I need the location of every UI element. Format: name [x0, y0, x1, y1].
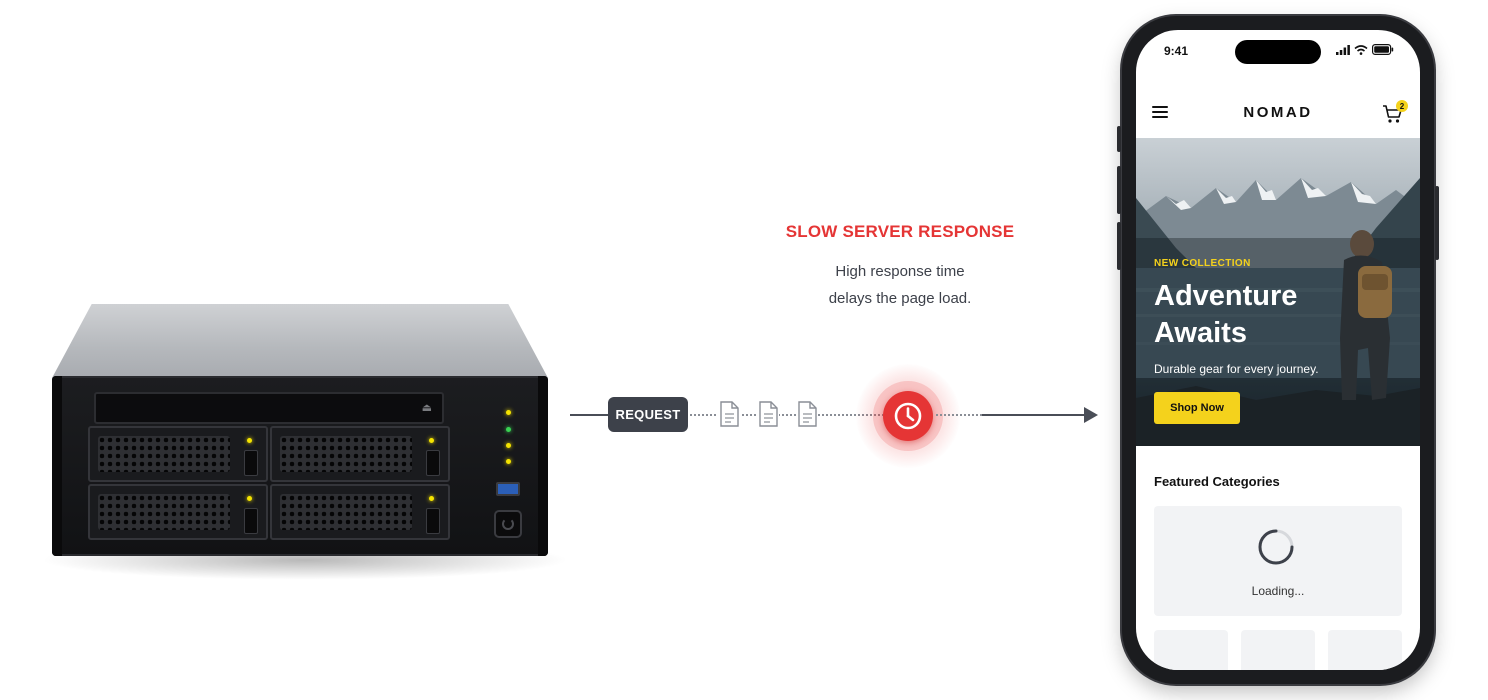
server-drive-bay — [88, 484, 268, 540]
response-line — [982, 414, 1086, 416]
drive-bay-handle — [244, 508, 258, 534]
dynamic-island — [1235, 40, 1321, 64]
drive-status-led — [247, 496, 252, 501]
hero-title: Adventure Awaits — [1154, 278, 1334, 352]
status-bar-icons — [1336, 44, 1394, 55]
app-header: NOMAD 2 — [1136, 86, 1420, 138]
drive-bay-mesh — [98, 436, 230, 472]
server-rack-ear-right — [538, 376, 548, 556]
category-placeholder-tile — [1154, 630, 1228, 670]
loading-placeholder-card: Loading... — [1154, 506, 1402, 616]
loading-text: Loading... — [1251, 584, 1305, 598]
phone-screen: 9:41 — [1136, 30, 1420, 670]
document-icon — [757, 401, 779, 427]
server-drive-bay — [270, 484, 450, 540]
server-drive-bay — [270, 426, 450, 482]
server-status-led — [506, 410, 511, 415]
status-description-line: High response time — [835, 263, 965, 280]
eject-icon: ⏏ — [421, 402, 432, 414]
drive-bay-handle — [426, 450, 440, 476]
drive-bay-handle — [244, 450, 258, 476]
hero-tag: NEW COLLECTION — [1154, 258, 1251, 269]
drive-status-led — [429, 438, 434, 443]
arrow-head-icon — [1084, 407, 1098, 423]
hero-banner: NEW COLLECTION Adventure Awaits Durable … — [1136, 138, 1420, 446]
status-description-line: delays the page load. — [828, 290, 972, 307]
document-icon — [796, 401, 818, 427]
hero-title-line: Awaits — [1154, 317, 1247, 349]
brand-logo[interactable]: NOMAD — [1243, 104, 1313, 121]
status-bar-time: 9:41 — [1164, 44, 1189, 58]
status-description: High response time delays the page load. — [760, 258, 1040, 312]
server: ⏏ — [52, 376, 548, 556]
drive-status-led — [247, 438, 252, 443]
request-dotted-path — [690, 414, 884, 416]
response-dotted-path — [936, 414, 982, 416]
phone-side-button — [1117, 222, 1121, 270]
wifi-icon — [1354, 44, 1368, 55]
hero-title-line: Adventure — [1154, 280, 1298, 312]
drive-status-led — [429, 496, 434, 501]
hamburger-menu-icon[interactable] — [1152, 106, 1168, 118]
clock-icon — [883, 391, 933, 441]
drive-bay-mesh — [280, 436, 412, 472]
phone-side-button — [1435, 186, 1439, 260]
drive-bay-mesh — [98, 494, 230, 530]
phone-side-button — [1117, 126, 1121, 152]
smartphone: 9:41 — [1117, 16, 1439, 684]
server-status-led — [506, 427, 511, 432]
status-title: SLOW SERVER RESPONSE — [785, 222, 1015, 241]
signal-icon — [1336, 44, 1350, 55]
shop-now-button[interactable]: Shop Now — [1154, 392, 1240, 424]
usb-port — [496, 482, 520, 496]
loading-spinner-icon — [1258, 529, 1294, 565]
server-chassis-top — [52, 304, 548, 378]
server-optical-bay: ⏏ — [94, 392, 444, 424]
featured-categories-title: Featured Categories — [1154, 474, 1280, 489]
server-status-led — [506, 459, 511, 464]
server-status-led — [506, 443, 511, 448]
category-placeholder-tile — [1241, 630, 1315, 670]
server-drive-bay — [88, 426, 268, 482]
battery-icon — [1372, 44, 1394, 55]
hero-landscape-image — [1136, 178, 1420, 446]
category-placeholder-tile — [1328, 630, 1402, 670]
server-rack-ear-left — [52, 376, 62, 556]
phone-side-button — [1117, 166, 1121, 214]
drive-bay-mesh — [280, 494, 412, 530]
request-line-start — [570, 414, 610, 416]
request-label: REQUEST — [608, 397, 688, 432]
cart-count-badge: 2 — [1396, 100, 1408, 112]
power-button-icon — [494, 510, 522, 538]
drive-bay-handle — [426, 508, 440, 534]
document-icon — [718, 401, 740, 427]
hero-subtitle: Durable gear for every journey. — [1154, 362, 1319, 376]
